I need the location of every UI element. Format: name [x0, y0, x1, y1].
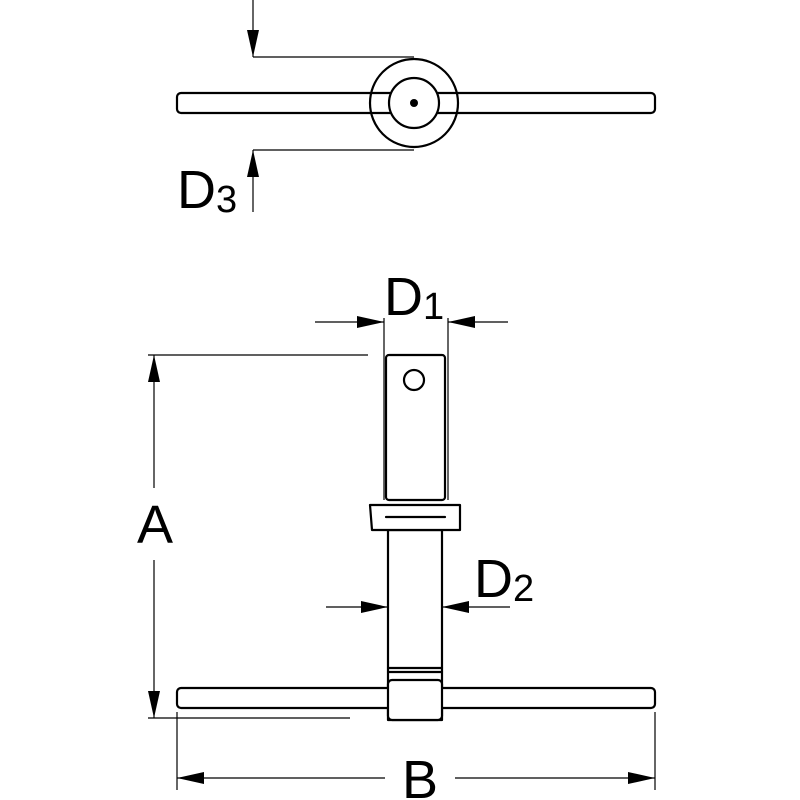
d2-dimension: D2 — [326, 549, 534, 613]
b-dimension: B — [176, 712, 656, 800]
upper-shank — [384, 353, 447, 502]
shank-end — [386, 678, 444, 722]
b-label: B — [402, 750, 438, 800]
side-view: D1 D2 A B — [137, 267, 657, 800]
d1-label: D1 — [384, 267, 444, 328]
d3-dimension: D3 — [177, 0, 414, 221]
d1-dimension: D1 — [315, 267, 508, 500]
a-label: A — [137, 495, 173, 555]
d3-label: D3 — [177, 160, 237, 221]
top-view: D3 — [175, 0, 657, 221]
top-view-center-dot — [410, 99, 418, 107]
pin-hole — [402, 368, 426, 392]
a-dimension: A — [137, 354, 368, 719]
d2-label: D2 — [474, 549, 534, 610]
